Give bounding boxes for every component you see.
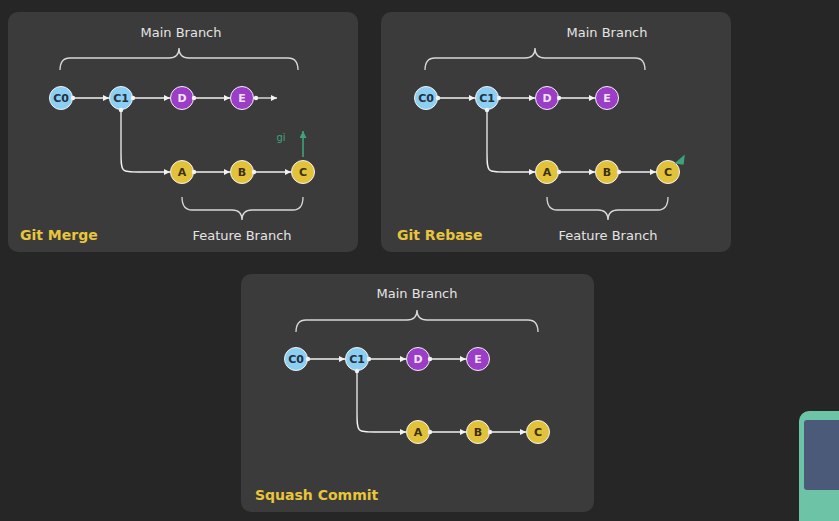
commit-arrow <box>369 358 406 359</box>
commit-arrow <box>499 97 535 98</box>
commit-node: B <box>466 420 490 444</box>
commit-label: A <box>543 167 552 178</box>
commit-node: C1 <box>475 86 499 110</box>
commit-label: C <box>534 427 542 438</box>
commit-arrow <box>619 171 656 172</box>
commit-node: E <box>595 86 619 110</box>
commit-label: C <box>299 167 307 178</box>
commit-arrow <box>121 110 170 172</box>
commit-label: C1 <box>349 354 365 365</box>
commit-arrow <box>73 97 109 98</box>
commit-node: C1 <box>345 347 369 371</box>
panel-title: Squash Commit <box>255 487 378 503</box>
panel-title: Git Merge <box>20 227 98 243</box>
commit-label: B <box>474 427 482 438</box>
commit-label: C <box>664 167 672 178</box>
commit-arrow <box>308 358 345 359</box>
commit-label: D <box>177 93 186 104</box>
strategy-panel: Git Rebase C0 C1 D E A B C <box>381 12 731 252</box>
commit-label: E <box>603 93 611 104</box>
brace <box>547 197 668 220</box>
commit-label: B <box>603 167 611 178</box>
commit-arrow <box>559 97 595 98</box>
commit-node: C0 <box>49 86 73 110</box>
brace <box>182 197 303 220</box>
brace <box>296 310 538 332</box>
dangling-arrow <box>256 97 277 98</box>
commit-node: A <box>170 160 194 184</box>
commit-label: E <box>474 354 482 365</box>
commit-node: A <box>406 420 430 444</box>
commit-node: B <box>230 160 254 184</box>
commit-arrow <box>487 110 535 172</box>
commit-arrow <box>194 97 230 98</box>
commit-arrow <box>194 171 230 172</box>
commit-label: C1 <box>113 93 129 104</box>
commit-arrow <box>438 97 475 98</box>
commit-node: E <box>466 347 490 371</box>
commit-label: C0 <box>53 93 69 104</box>
commit-label: A <box>414 427 423 438</box>
commit-node: C0 <box>284 347 308 371</box>
commit-node: A <box>535 160 559 184</box>
commit-label: C0 <box>418 93 434 104</box>
commit-node: C <box>291 160 315 184</box>
commit-node: D <box>170 86 194 110</box>
commit-label: D <box>413 354 422 365</box>
commit-label: C0 <box>288 354 304 365</box>
commit-node: D <box>406 347 430 371</box>
commit-node: D <box>535 86 559 110</box>
commit-label: D <box>542 93 551 104</box>
commit-arrow <box>357 371 406 432</box>
commit-node: E <box>230 86 254 110</box>
commit-arrow <box>430 431 466 432</box>
commit-arrow <box>254 171 291 172</box>
commit-arrow <box>490 431 526 432</box>
commit-arrow <box>559 171 595 172</box>
strategy-panel: Squash Commit C0 C1 D E A B C <box>241 274 594 512</box>
commit-node: B <box>595 160 619 184</box>
commit-node: C <box>656 160 680 184</box>
commit-arrow <box>133 97 170 98</box>
webcam-image <box>804 420 839 490</box>
commit-node: C0 <box>414 86 438 110</box>
commit-node: C <box>526 420 550 444</box>
commit-label: E <box>238 93 246 104</box>
commit-arrow <box>430 358 466 359</box>
green-arrow <box>302 131 304 157</box>
commit-label: B <box>238 167 246 178</box>
brace <box>425 48 645 70</box>
strategy-panel: Git Merge C0 C1 D E A B C <box>8 12 358 252</box>
green-tick <box>676 156 684 164</box>
commit-label: C1 <box>479 93 495 104</box>
panel-title: Git Rebase <box>397 227 482 243</box>
brace <box>60 48 298 70</box>
commit-node: C1 <box>109 86 133 110</box>
webcam-frame <box>799 411 839 521</box>
commit-label: A <box>178 167 187 178</box>
